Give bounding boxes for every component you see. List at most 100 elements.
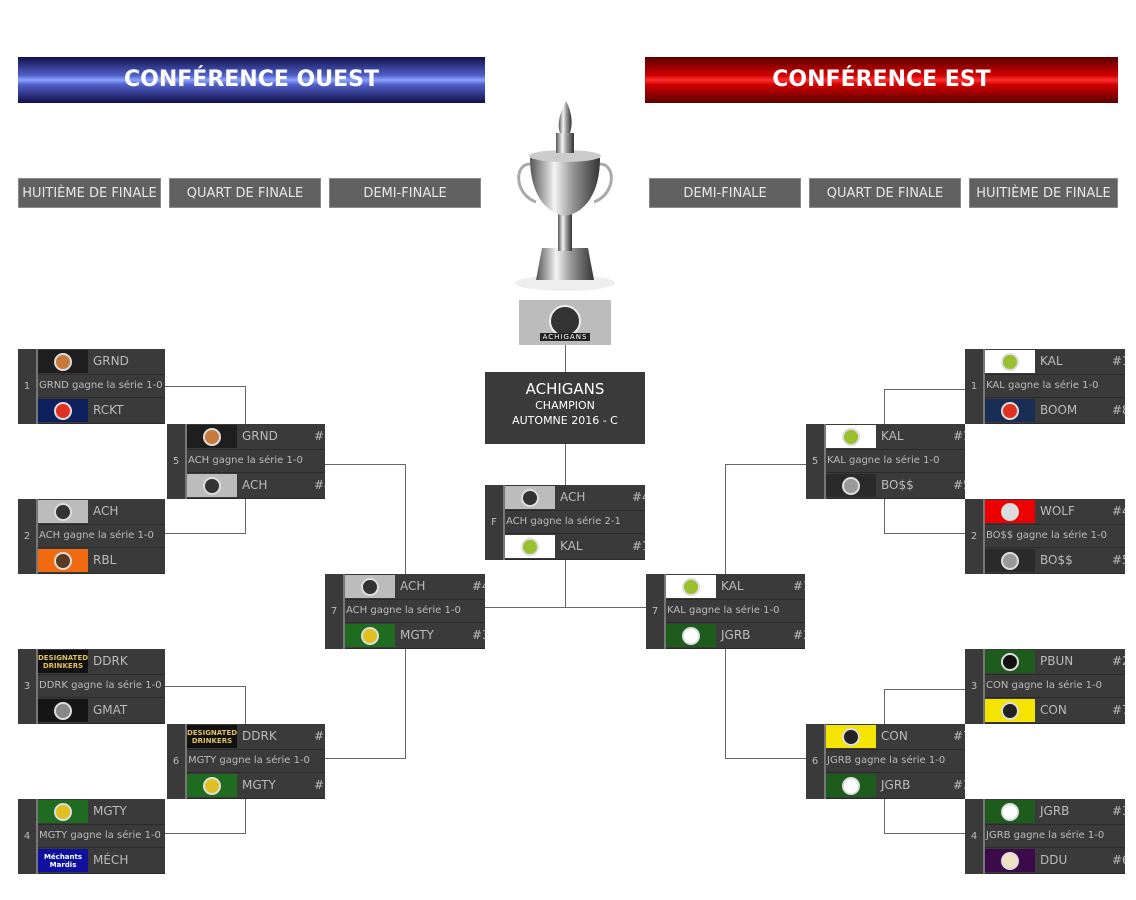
series-result: KAL gagne la série 1-0	[666, 600, 805, 623]
series-result: ACH gagne la série 2-1	[505, 511, 645, 534]
team-row-bottom[interactable]: MGTY #3	[345, 623, 485, 649]
team-abbr: GMAT	[93, 703, 128, 717]
match-number: 5	[806, 424, 826, 499]
team-row-top[interactable]: GRND#1	[38, 349, 165, 375]
team-row-bottom[interactable]: JGRB#3	[826, 773, 965, 799]
series-result: JGRB gagne la série 1-0	[985, 825, 1125, 848]
team-row-bottom[interactable]: KAL#1	[505, 534, 645, 560]
team-row-bottom[interactable]: RCKT#8	[38, 398, 165, 424]
team-logo	[345, 624, 395, 647]
team-row-bottom[interactable]: JGRB#3	[666, 623, 805, 649]
team-logo	[38, 399, 88, 422]
team-row-top[interactable]: ACH#4	[38, 499, 165, 525]
team-seed: #8	[1112, 403, 1125, 417]
round-west-qf[interactable]: QUART DE FINALE	[169, 178, 321, 208]
team-row-bottom[interactable]: CON#7	[985, 698, 1125, 724]
team-row-top[interactable]: CON#7	[826, 724, 965, 750]
team-row-bottom[interactable]: ACH#4	[187, 473, 325, 499]
team-row-bottom[interactable]: MGTY#3	[187, 773, 325, 799]
match-number: 1	[965, 349, 985, 424]
team-abbr: DDRK	[242, 729, 277, 743]
series-result: MGTY gagne la série 1-0	[187, 750, 325, 773]
team-logo: DESIGNATED DRINKERS	[187, 725, 237, 748]
match-number: 2	[965, 499, 985, 574]
team-logo	[666, 575, 716, 598]
round-west-r16[interactable]: HUITIÈME DE FINALE	[18, 178, 161, 208]
team-row-bottom[interactable]: BOOM #8	[985, 398, 1125, 424]
team-abbr: BOOM	[1040, 403, 1078, 417]
team-logo	[38, 699, 88, 722]
match-number: 3	[18, 649, 38, 724]
round-east-sf[interactable]: DEMI-FINALE	[649, 178, 801, 208]
team-abbr: KAL	[1040, 354, 1063, 368]
team-seed: #5	[1112, 553, 1125, 567]
team-row-top[interactable]: WOLF#4	[985, 499, 1125, 525]
team-seed: #4	[314, 478, 325, 492]
series-result: ACH gagne la série 1-0	[38, 525, 165, 548]
series-result: MGTY gagne la série 1-0	[38, 825, 165, 848]
team-seed: #4	[1112, 504, 1125, 518]
round-east-r16[interactable]: HUITIÈME DE FINALE	[969, 178, 1118, 208]
team-row-top[interactable]: KAL#1	[666, 574, 805, 600]
team-logo	[345, 575, 395, 598]
round-east-qf[interactable]: QUART DE FINALE	[809, 178, 961, 208]
team-logo	[985, 849, 1035, 872]
team-abbr: CON	[1040, 703, 1067, 717]
team-row-bottom[interactable]: BO$$#5	[826, 473, 965, 499]
team-row-bottom[interactable]: GMAT#7	[38, 698, 165, 724]
team-abbr: JGRB	[721, 628, 751, 642]
team-abbr: MGTY	[400, 628, 434, 642]
champion-season: AUTOMNE 2016 - C	[512, 414, 618, 427]
team-seed: #6	[1112, 853, 1125, 867]
trophy-icon	[515, 101, 615, 291]
round-west-sf[interactable]: DEMI-FINALE	[329, 178, 481, 208]
team-row-top[interactable]: JGRB#3	[985, 799, 1125, 825]
conference-west-header: CONFÉRENCE OUEST	[18, 57, 485, 103]
team-seed: #3	[472, 628, 485, 642]
team-abbr: RBL	[93, 553, 117, 567]
team-logo	[985, 699, 1035, 722]
team-abbr: MÉCH	[93, 853, 129, 867]
team-row-top[interactable]: MGTY#3	[38, 799, 165, 825]
team-row-top[interactable]: KAL#1	[826, 424, 965, 450]
team-logo: Méchants Mardis	[38, 849, 88, 872]
team-seed: #7	[953, 729, 965, 743]
team-row-top[interactable]: KAL#1	[985, 349, 1125, 375]
team-abbr: RCKT	[93, 403, 124, 417]
team-abbr: DDRK	[93, 654, 128, 668]
team-seed: #3	[314, 778, 325, 792]
team-row-top[interactable]: PBUN#2	[985, 649, 1125, 675]
team-logo	[826, 725, 876, 748]
series-result: CON gagne la série 1-0	[985, 675, 1125, 698]
team-row-top[interactable]: ACH#4	[345, 574, 485, 600]
team-row-bottom[interactable]: BO$$#5	[985, 548, 1125, 574]
team-row-bottom[interactable]: RBL#5	[38, 548, 165, 574]
match-number: 1	[18, 349, 38, 424]
team-logo	[505, 535, 555, 558]
team-row-top[interactable]: ACH#4	[505, 485, 645, 511]
team-row-bottom[interactable]: DDU#6	[985, 848, 1125, 874]
team-seed: #1	[793, 579, 805, 593]
team-row-top[interactable]: GRND#1	[187, 424, 325, 450]
team-seed: #3	[1112, 804, 1125, 818]
series-result: BO$$ gagne la série 1-0	[985, 525, 1125, 548]
